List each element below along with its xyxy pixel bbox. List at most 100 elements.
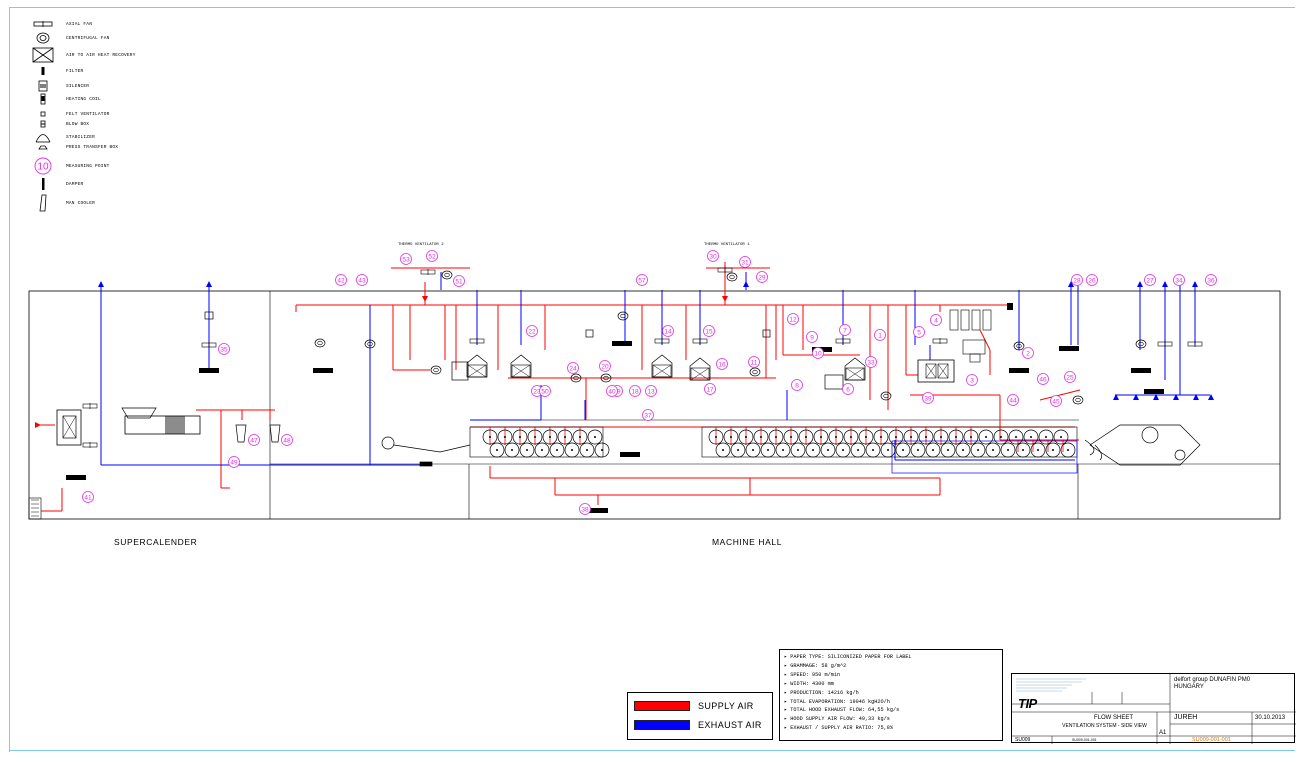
measuring-point-number: 35 — [220, 346, 228, 353]
measuring-point: 29 — [756, 271, 768, 283]
measuring-point-number: 23 — [533, 388, 541, 395]
supply-air-label: SUPPLY AIR — [698, 701, 754, 711]
dryer-roll — [895, 442, 911, 458]
measuring-point: 1 — [874, 329, 886, 341]
measuring-point-number: 17 — [706, 386, 714, 393]
dryer-roll — [594, 442, 610, 458]
air-legend: SUPPLY AIR EXHAUST AIR — [627, 692, 773, 740]
dryer-roll — [978, 429, 994, 445]
measuring-point-sample-number: 10 — [37, 162, 49, 173]
measuring-point-number: 1 — [878, 332, 882, 339]
measuring-point-number: 2 — [1026, 350, 1030, 357]
legend-label: BLOW BOX — [66, 121, 90, 127]
measuring-point-number: 57 — [638, 277, 646, 284]
damper-icon — [32, 178, 54, 190]
dryer-roll — [760, 442, 776, 458]
measuring-point: 36 — [1205, 274, 1217, 286]
measuring-point-number: 8 — [795, 382, 799, 389]
process-data-line: ▸ WIDTH: 4300 mm — [784, 680, 834, 687]
dryer-roll — [993, 429, 1009, 445]
supply-air-legend-row: SUPPLY AIR — [634, 701, 754, 711]
supply-air-swatch — [634, 701, 690, 711]
legend-label: AIR TO AIR HEAT RECOVERY — [66, 52, 136, 58]
filter-icon — [32, 65, 54, 77]
process-data-line: ▸ GRAMMAGE: 58 g/m^2 — [784, 662, 847, 669]
measuring-point: 51 — [453, 275, 465, 287]
stabilizer-icon — [32, 131, 54, 143]
measuring-point: 48 — [281, 434, 293, 446]
measuring-point-number: 20 — [601, 363, 609, 370]
felt-ventilator-icon — [32, 108, 54, 120]
measuring-point-number: 31 — [741, 259, 749, 266]
measuring-point: 23 — [531, 385, 543, 397]
legend-label: STABILIZER — [66, 134, 96, 140]
measuring-point: 24 — [567, 362, 579, 374]
legend-item-blow-box: BLOW BOX — [32, 118, 89, 130]
measuring-point: 18 — [629, 385, 641, 397]
legend-item-axial-fan: AXIAL FAN — [32, 18, 92, 30]
legend-label: MAN COOLER — [66, 200, 96, 206]
measuring-point: 12 — [787, 313, 799, 325]
measuring-point: 15 — [703, 325, 715, 337]
dryer-roll — [730, 442, 746, 458]
legend-item-man-cooler: MAN COOLER — [32, 194, 95, 212]
measuring-point-number: 38 — [581, 506, 589, 513]
supply-arrows — [35, 296, 728, 428]
measuring-point: 50 — [539, 385, 551, 397]
process-data-line: ▸ TOTAL HOOD EXHAUST FLOW: 64,55 kg/s — [784, 707, 900, 714]
dryer-roll — [489, 442, 505, 458]
dryer-roll — [790, 442, 806, 458]
measuring-point: 13 — [645, 385, 657, 397]
exhaust-air-legend-row: EXHAUST AIR — [634, 720, 762, 730]
measuring-point-number: 22 — [528, 328, 536, 335]
measuring-point: 28 — [1071, 274, 1083, 286]
measuring-point-number: 52 — [428, 253, 436, 260]
measuring-point-number: 15 — [705, 328, 713, 335]
dryer-roll — [715, 442, 731, 458]
process-data-box: ▸ PAPER TYPE: SILICONIZED PAPER FOR LABE… — [779, 649, 1003, 741]
measuring-point: 44 — [1007, 394, 1019, 406]
legend-item-measuring-point: 10 MEASURING POINT — [32, 157, 110, 175]
legend-label: AXIAL FAN — [66, 21, 93, 27]
axial-fan-icon — [32, 18, 54, 30]
measuring-point-number: 41 — [84, 494, 92, 501]
legend-item-felt-ventilator: FELT VENTILATOR — [32, 108, 110, 120]
measuring-point-number: 43 — [358, 277, 366, 284]
dryer-roll — [985, 442, 1001, 458]
dryer-roll — [1000, 442, 1016, 458]
drawing-title: FLOW SHEET — [1093, 715, 1133, 721]
exhaust-air-ducts — [100, 272, 1210, 466]
legend-label: PRESS TRANSFER BOX — [66, 144, 119, 150]
measuring-point-number: 49 — [230, 459, 238, 466]
client-country: HUNGARY — [1174, 684, 1204, 690]
dryer-roll — [955, 442, 971, 458]
measuring-point: 37 — [642, 409, 654, 421]
drawing-subtitle: VENTILATION SYSTEM - SIDE VIEW — [1062, 723, 1147, 729]
measuring-point: 39 — [922, 392, 934, 404]
measuring-point-number: 14 — [664, 328, 672, 335]
measuring-point: 57 — [636, 274, 648, 286]
dryer-roll — [970, 442, 986, 458]
measuring-point: 34 — [1173, 274, 1185, 286]
measuring-point: 40 — [606, 385, 618, 397]
measuring-point-number: 30 — [709, 253, 717, 260]
drawing-number: SU009-001-001 — [1192, 737, 1231, 743]
measuring-point: 20 — [599, 360, 611, 372]
measuring-point: 47 — [248, 434, 260, 446]
supply-air-ducts — [36, 262, 1081, 512]
drawing-frame-top — [9, 7, 1295, 8]
man-cooler-icon — [32, 194, 54, 212]
legend-item-damper: DAMPER — [32, 178, 83, 190]
measuring-point-number: 28 — [1073, 277, 1081, 284]
measuring-point-number: 5 — [917, 329, 921, 336]
measuring-point: 14 — [662, 325, 674, 337]
thermo-ventilator-2-label: THERMO VENTILATOR 2 — [398, 243, 444, 247]
process-data-line: ▸ PRODUCTION: 14216 kg/h — [784, 689, 859, 696]
dryer-roll — [1023, 429, 1039, 445]
blow-box-icon — [32, 118, 54, 130]
title-block: TIP FLOW SHEET VENTILATION SYSTEM - SIDE… — [1011, 673, 1296, 744]
measuring-point: 10 — [812, 347, 824, 359]
measuring-point-number: 12 — [789, 316, 797, 323]
dryer-roll — [564, 442, 580, 458]
